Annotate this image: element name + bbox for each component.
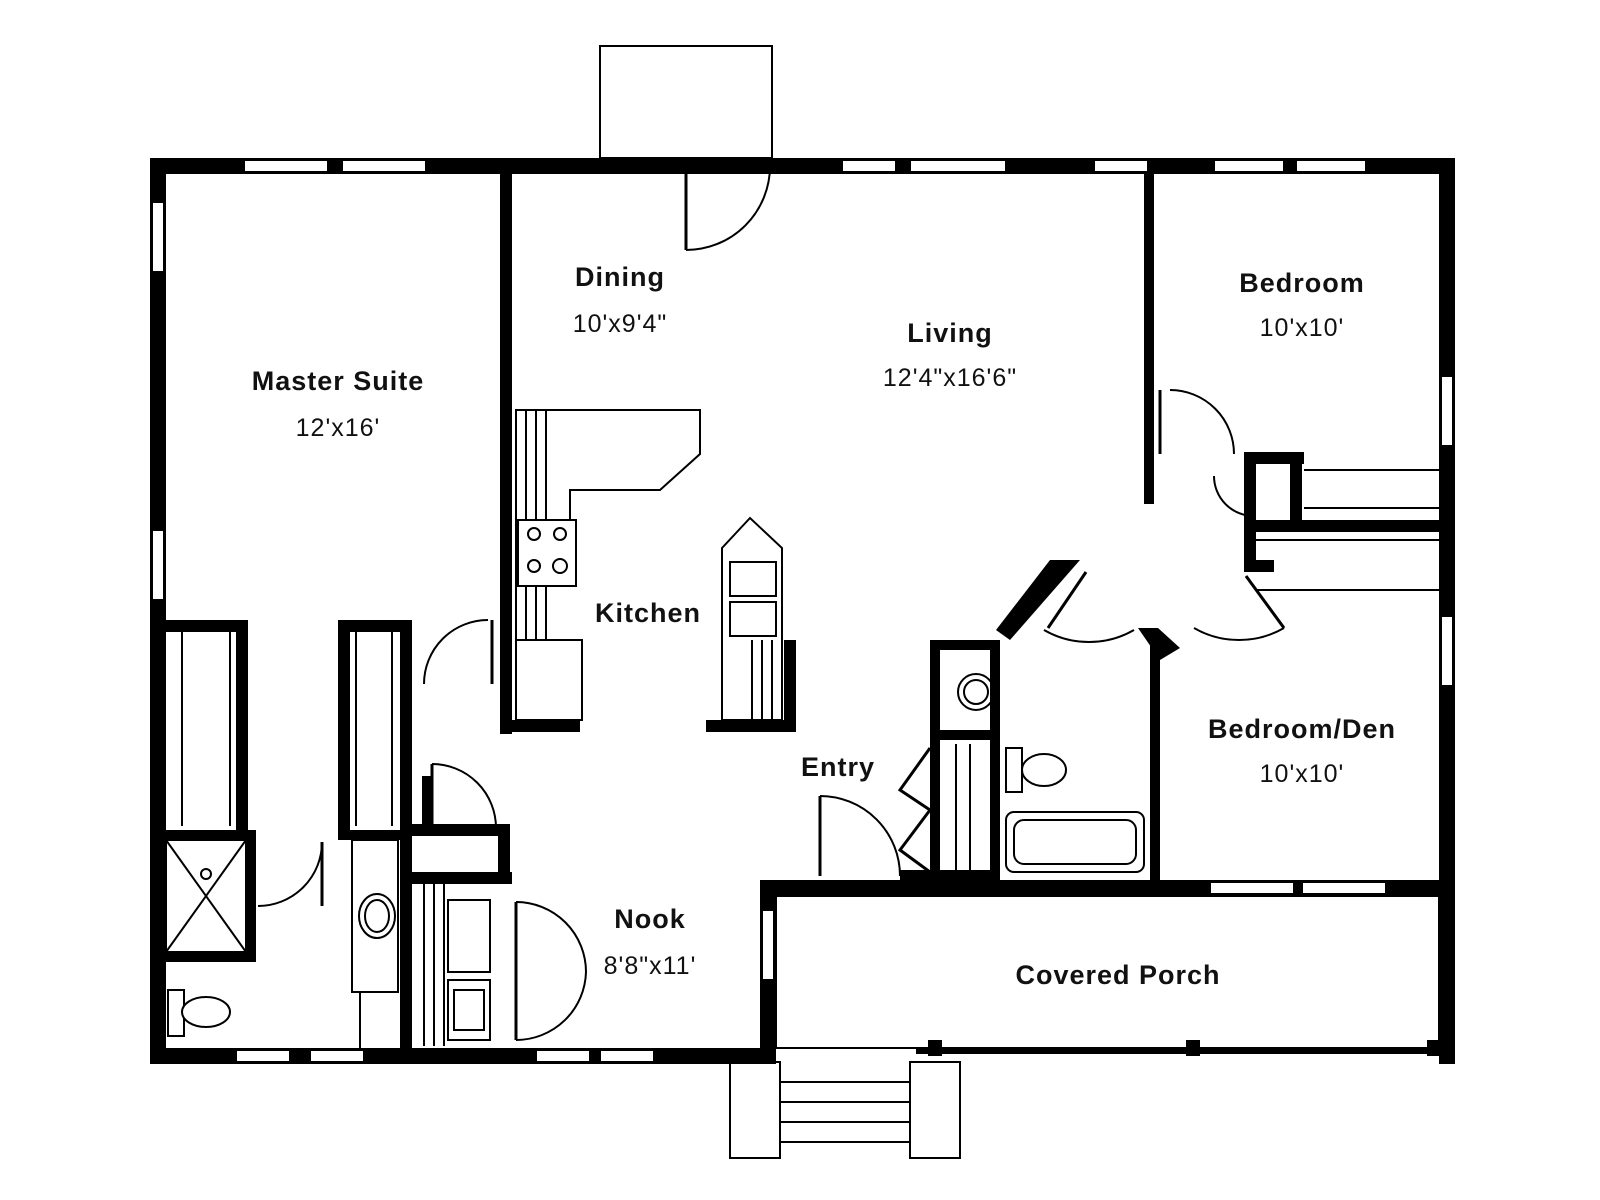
dining-size: 10'x9'4"	[573, 310, 668, 338]
bath-fixtures	[165, 673, 1145, 1048]
refrigerator	[515, 639, 583, 721]
hall-bath-toilet-bowl	[1021, 753, 1067, 787]
covered-porch-label: Covered Porch	[1015, 960, 1220, 990]
bedroom-den-size: 10'x10'	[1260, 760, 1345, 788]
hall-bath-sink	[957, 673, 995, 711]
range	[517, 519, 577, 587]
hall-bath-toilet-tank	[1005, 747, 1023, 793]
bedroom-size: 10'x10'	[1260, 314, 1345, 342]
windows	[151, 159, 1454, 1063]
living-label: Living	[907, 318, 993, 348]
laundry	[423, 884, 491, 1046]
covered-porch-structure	[775, 895, 1441, 1056]
doors	[257, 165, 1286, 1041]
sink-bowl-1	[729, 561, 777, 597]
master-suite-size: 12'x16'	[296, 414, 381, 442]
nook-label: Nook	[614, 904, 686, 934]
dining-label: Dining	[575, 262, 665, 292]
interior-walls	[166, 174, 1455, 1048]
sink-bowl-2	[729, 601, 777, 637]
kitchen-label: Kitchen	[595, 598, 701, 628]
washer	[447, 899, 491, 973]
bathtub	[1005, 811, 1145, 873]
closets	[181, 469, 1440, 870]
nook-size: 8'8"x11'	[604, 952, 697, 980]
entry-label: Entry	[801, 752, 875, 782]
bedroom-label: Bedroom	[1239, 268, 1365, 298]
chimney	[599, 45, 773, 159]
bedroom-den-label: Bedroom/Den	[1208, 714, 1396, 744]
front-steps	[729, 1061, 961, 1159]
living-size: 12'4"x16'6"	[883, 364, 1017, 392]
room-labels: Master Suite 12'x16' Dining 10'x9'4" Liv…	[252, 262, 1396, 990]
master-suite-label: Master Suite	[252, 366, 425, 396]
kitchen-fixtures	[515, 409, 783, 723]
master-toilet-bowl	[181, 996, 231, 1028]
